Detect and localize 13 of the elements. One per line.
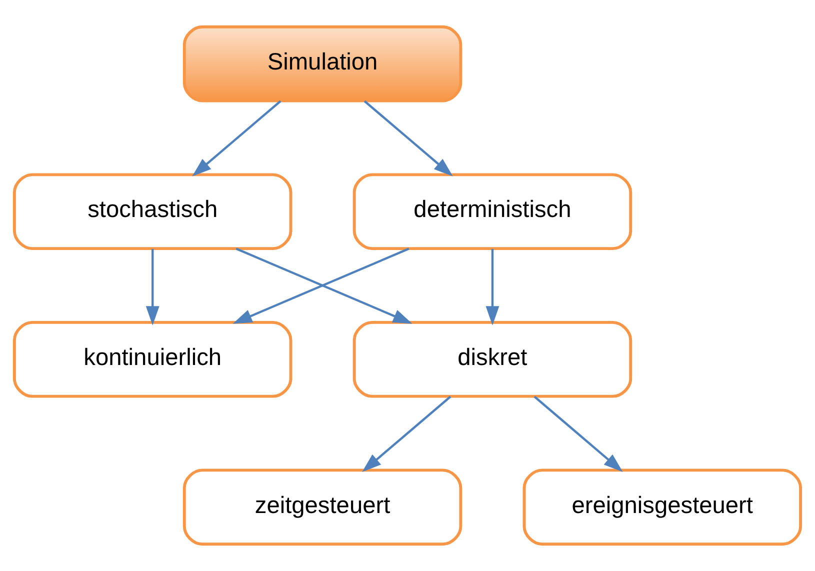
node-box: deterministisch — [352, 173, 632, 250]
node-box: Simulation — [182, 25, 462, 102]
arrow — [486, 248, 500, 326]
node-box: zeitgesteuert — [182, 468, 462, 546]
arrow — [192, 100, 282, 176]
arrow — [362, 396, 452, 472]
arrow — [534, 396, 623, 472]
node-box: stochastisch — [12, 173, 292, 250]
arrow — [146, 248, 160, 326]
node-box: kontinuierlich — [12, 320, 292, 398]
node-box: ereignisgesteuert — [522, 468, 802, 546]
arrow — [364, 100, 453, 176]
node-box: diskret — [352, 320, 632, 398]
